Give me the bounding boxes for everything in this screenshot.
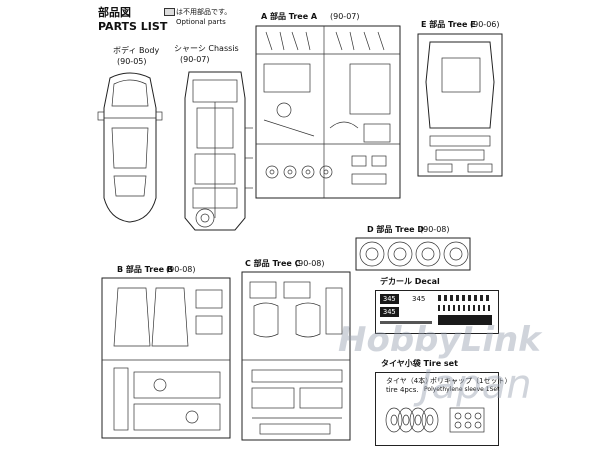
tire-count-jp: タイヤ（4本） [386,377,433,385]
decal-label: デカール Decal [380,277,440,286]
tree-d-drawing [355,237,471,271]
tree-e-drawing [417,33,503,177]
legend-text-en: Optional parts [176,18,226,26]
tree-b-label: B 部品 Tree B [117,265,173,274]
decal-plate-3: 345 [380,307,399,317]
tree-a-code: (90-07) [330,12,360,21]
chassis-label: シャーシ Chassis [174,44,239,53]
decal-plate-2: 345 [412,295,426,303]
body-code: (90-05) [117,57,147,66]
tire-set-label: タイヤ小袋 Tire set [381,359,458,368]
tree-b-drawing [101,277,231,439]
tree-c-code: (90-08) [295,259,325,268]
tree-a-label: A 部品 Tree A [261,12,318,21]
decal-fine-print [380,321,432,324]
watermark-sub: Japan [420,362,532,408]
parts-list-title-en: PARTS LIST [98,20,168,33]
tire-set-box [375,372,499,446]
decal-black-strip [438,315,492,325]
tree-e-code: (90-06) [470,20,500,29]
watermark-brand: HobbyLink [338,320,541,360]
decal-stripe-1 [438,295,492,301]
tree-e-label: E 部品 Tree E [421,20,476,29]
legend-text-jp: は不用部品です。 [176,8,232,16]
body-label: ボディ Body [113,46,160,55]
sleeve-en: Polyethylene sleeve 1Set [424,386,500,393]
chassis-code: (90-07) [180,55,210,64]
chassis-drawing [184,71,253,231]
sleeve-jp: ポリキャップ（1セット） [430,377,512,385]
decal-plate-1: 345 [380,294,399,304]
decal-sheet: 345 345 345 [375,290,499,334]
parts-list-title-jp: 部品図 [98,6,131,19]
tree-c-drawing [241,271,351,441]
tree-d-label: D 部品 Tree D [367,225,425,234]
body-drawing [97,72,163,223]
decal-stripe-2 [438,305,492,311]
tree-c-label: C 部品 Tree C [245,259,301,268]
tree-b-code: (90-08) [166,265,196,274]
tire-count-en: tire 4pcs. [386,386,419,394]
tire-drawing [385,407,485,433]
tree-a-drawing [255,25,401,199]
tree-d-code: (90-08) [420,225,450,234]
optional-parts-swatch [164,8,175,16]
